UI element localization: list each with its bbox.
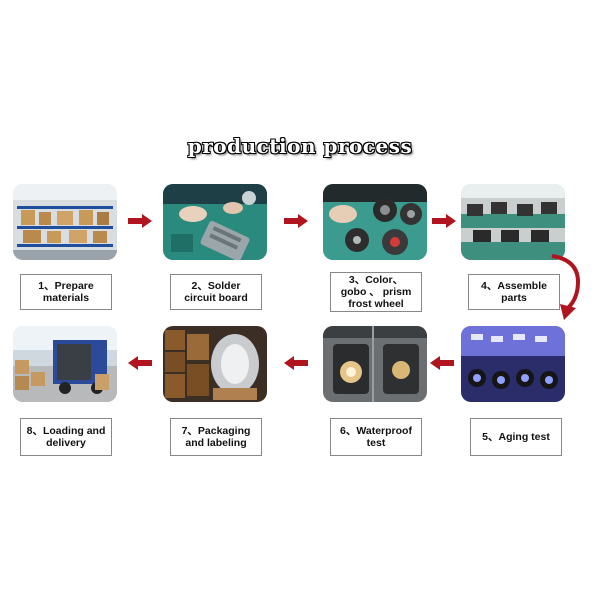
step-6-label: 6、Waterproof test <box>330 418 422 456</box>
step-5-label: 5、Aging test <box>470 418 562 456</box>
arrow-left-icon <box>284 356 308 370</box>
step-4-photo <box>461 184 565 260</box>
curved-arrow-down-icon <box>551 254 581 320</box>
step-3-photo <box>323 184 427 260</box>
step-2-photo <box>163 184 267 260</box>
step-7-label: 7、Packaging and labeling <box>170 418 262 456</box>
step-5-photo <box>461 326 565 402</box>
step-8-photo <box>13 326 117 402</box>
step-1-label: 1、Prepare materials <box>20 274 112 310</box>
step-2-label: 2、Solder circuit board <box>170 274 262 310</box>
arrow-left-icon <box>430 356 454 370</box>
arrow-left-icon <box>128 356 152 370</box>
step-7-photo <box>163 326 267 402</box>
arrow-right-icon <box>284 214 308 228</box>
step-1-photo <box>13 184 117 260</box>
page-title: production process <box>187 134 413 158</box>
arrow-right-icon <box>432 214 456 228</box>
step-3-label: 3、Color、 gobo 、 prism frost wheel <box>330 272 422 312</box>
step-4-label: 4、Assemble parts <box>468 274 560 310</box>
step-8-label: 8、Loading and delivery <box>20 418 112 456</box>
arrow-right-icon <box>128 214 152 228</box>
step-6-photo <box>323 326 427 402</box>
